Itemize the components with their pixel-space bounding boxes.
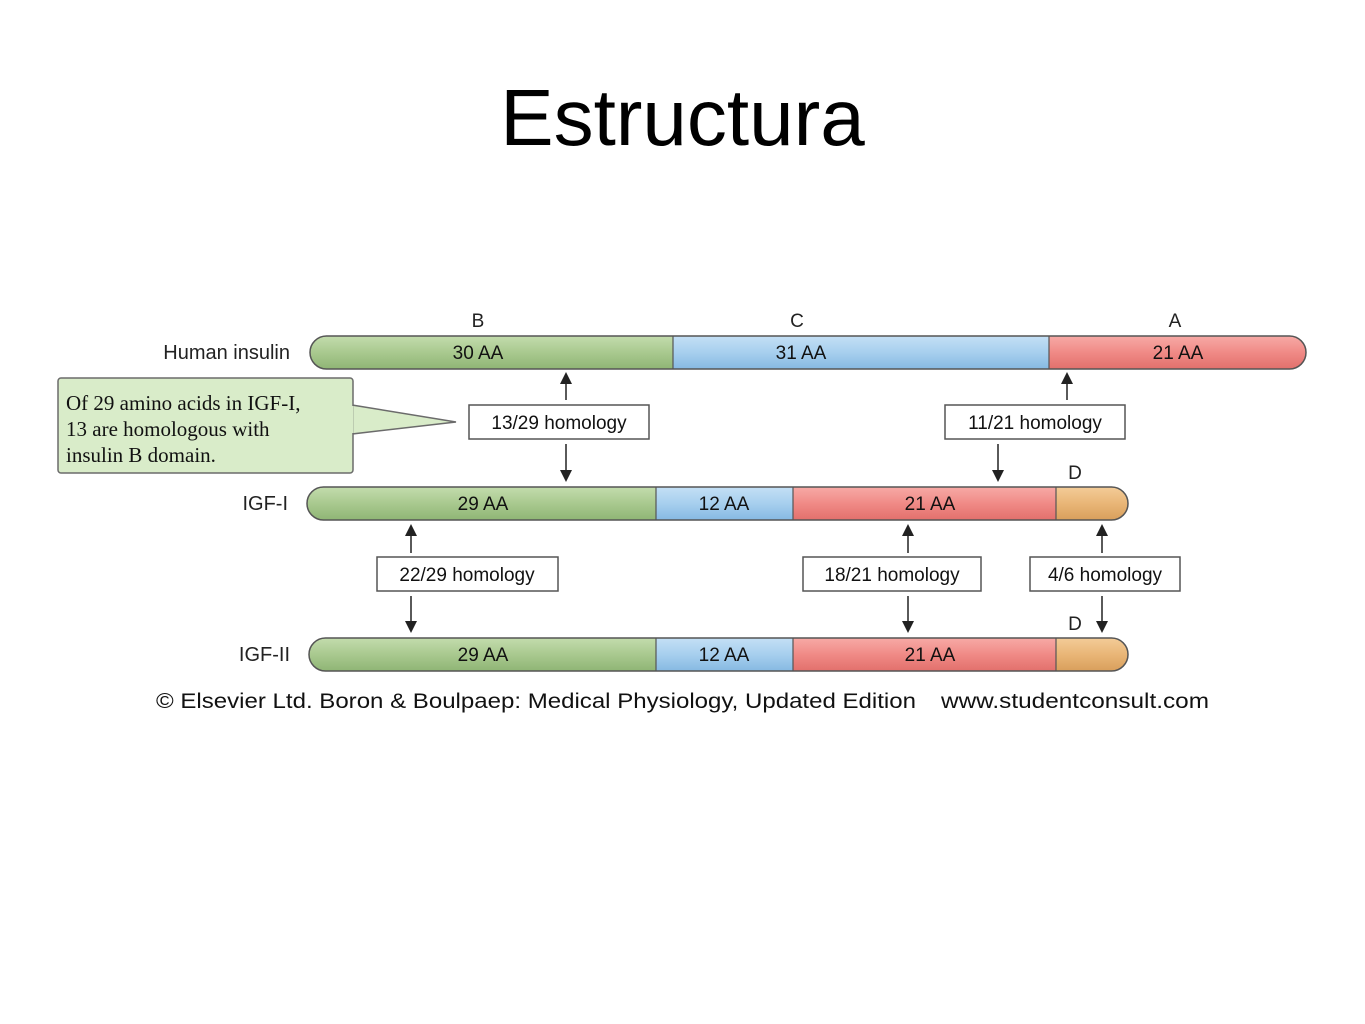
igf2-b-segment	[309, 638, 656, 671]
callout: Of 29 amino acids in IGF-I, 13 are homol…	[57, 377, 457, 474]
igf2-row-label: IGF-II	[239, 644, 290, 666]
igf1-d-segment	[1056, 487, 1128, 520]
homology-box-b-insulin-igf1	[468, 404, 650, 440]
homology-insulin-igf1: 13/29 homology 11/21 homology	[468, 372, 1126, 482]
igf1-c-segment	[656, 487, 793, 520]
igf1-a-segment-label: 21 AA	[905, 494, 956, 515]
insulin-a-segment	[1049, 336, 1306, 369]
homology-box-d-igf1-igf2	[1029, 556, 1181, 592]
insulin-domain-b-label: B	[472, 311, 485, 332]
igf1-b-segment	[307, 487, 656, 520]
insulin-c-segment	[673, 336, 1049, 369]
callout-line-3: insulin B domain.	[66, 443, 216, 467]
insulin-b-segment-label: 30 AA	[453, 343, 504, 364]
homology-box-b-igf1-igf2	[376, 556, 559, 592]
credit-copyright: © Elsevier Ltd. Boron & Boulpaep: Medica…	[156, 690, 916, 713]
homology-d-igf1-igf2-label: 4/6 homology	[1048, 565, 1163, 586]
igf2-c-segment	[656, 638, 793, 671]
homology-box-a-igf1-igf2	[802, 556, 982, 592]
igf2-row: IGF-II D 29 AA 12 AA 21 AA	[239, 614, 1129, 672]
igf1-domain-d-label: D	[1068, 463, 1082, 484]
igf2-a-segment	[793, 638, 1056, 671]
insulin-c-segment-label: 31 AA	[776, 343, 827, 364]
igf1-c-segment-label: 12 AA	[699, 494, 750, 515]
insulin-row-label: Human insulin	[163, 342, 290, 364]
igf2-domain-d-label: D	[1068, 614, 1082, 635]
homology-b-igf1-igf2-label: 22/29 homology	[399, 565, 535, 586]
credit-url: www.studentconsult.com	[940, 690, 1209, 713]
igf1-b-segment-label: 29 AA	[458, 494, 509, 515]
homology-a-igf1-igf2-label: 18/21 homology	[824, 565, 960, 586]
insulin-a-segment-label: 21 AA	[1153, 343, 1204, 364]
insulin-b-segment	[310, 336, 673, 369]
callout-line-1: Of 29 amino acids in IGF-I,	[66, 391, 300, 415]
igf1-row: IGF-I D 29 AA 12 AA 21 AA	[242, 463, 1129, 521]
slide-title: Estructura	[500, 73, 865, 162]
insulin-domain-a-label: A	[1169, 311, 1182, 332]
igf1-a-segment	[793, 487, 1056, 520]
credit-line: © Elsevier Ltd. Boron & Boulpaep: Medica…	[156, 690, 1209, 713]
igf2-b-segment-label: 29 AA	[458, 645, 509, 666]
homology-igf1-igf2: 22/29 homology 18/21 homology 4/6 homolo…	[376, 524, 1181, 633]
homology-b-insulin-igf1-label: 13/29 homology	[491, 413, 627, 434]
callout-line-2: 13 are homologous with	[66, 417, 270, 441]
insulin-row: Human insulin B C A 30 AA 31 AA 21 AA	[163, 311, 1307, 370]
homology-box-a-insulin-igf1	[944, 404, 1126, 440]
igf2-c-segment-label: 12 AA	[699, 645, 750, 666]
insulin-domain-c-label: C	[790, 311, 804, 332]
igf1-row-label: IGF-I	[242, 493, 288, 515]
igf2-a-segment-label: 21 AA	[905, 645, 956, 666]
homology-a-insulin-igf1-label: 11/21 homology	[968, 413, 1102, 434]
igf2-d-segment	[1056, 638, 1128, 671]
